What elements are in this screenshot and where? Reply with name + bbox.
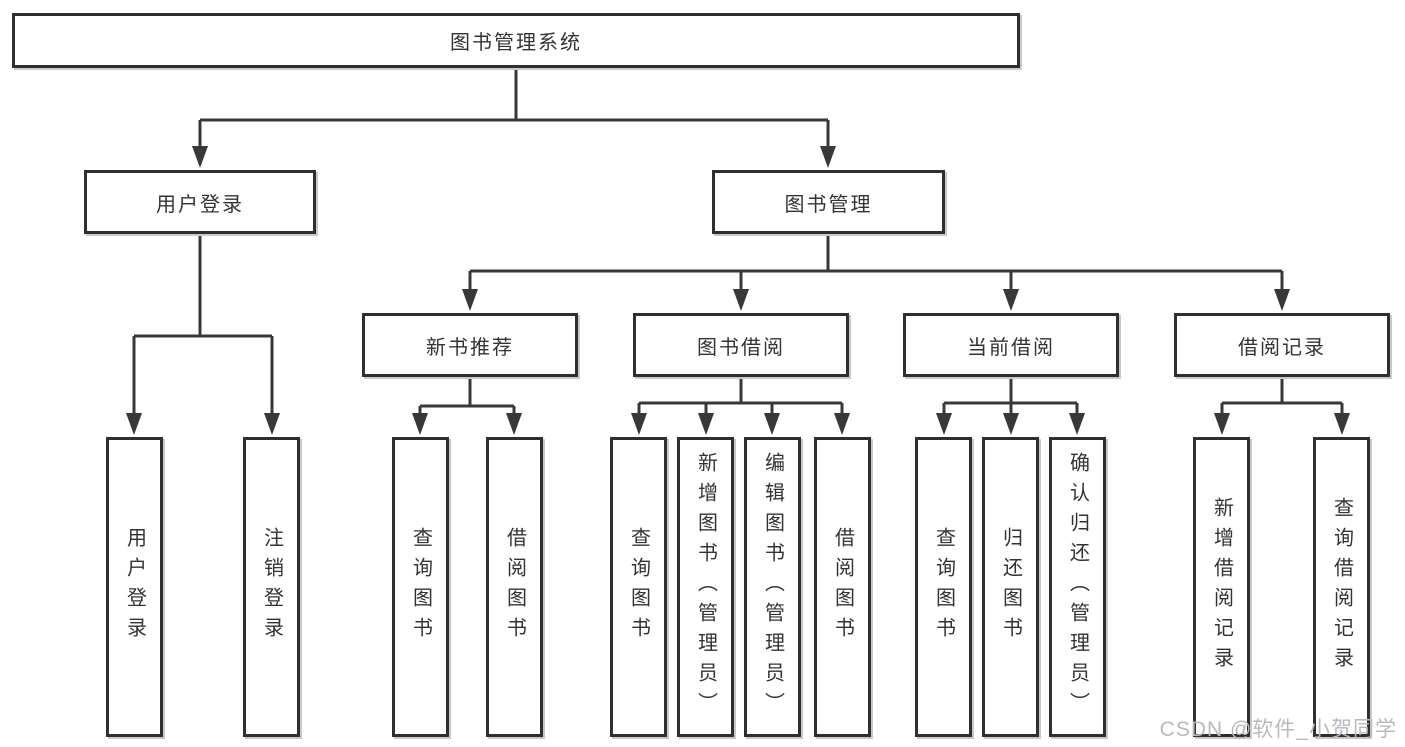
- node-label: 新增图书（管理员）: [694, 452, 717, 722]
- node-label: 归还图书: [999, 527, 1022, 647]
- arrow-down-icon: [1274, 289, 1290, 311]
- leaf-confirm-return-admin: 确认归还（管理员）: [1049, 437, 1106, 737]
- node-borrow-records: 借阅记录: [1174, 313, 1390, 377]
- node-user-login-module: 用户登录: [84, 170, 316, 234]
- node-label: 新书推荐: [426, 336, 514, 359]
- leaf-add-book-admin: 新增图书（管理员）: [677, 437, 734, 737]
- leaf-logout: 注销登录: [243, 437, 300, 737]
- arrow-down-icon: [1003, 413, 1019, 435]
- arrow-down-icon: [1214, 413, 1230, 435]
- node-label: 用户登录: [123, 527, 146, 647]
- node-label: 确认归还（管理员）: [1066, 452, 1089, 722]
- node-label: 注销登录: [260, 527, 283, 647]
- leaf-return-book: 归还图书: [982, 437, 1039, 737]
- leaf-query-books-current: 查询图书: [915, 437, 972, 737]
- node-label: 查询图书: [627, 527, 650, 647]
- node-label: 编辑图书（管理员）: [761, 452, 784, 722]
- leaf-query-borrow-record: 查询借阅记录: [1313, 437, 1370, 737]
- arrow-down-icon: [412, 413, 428, 435]
- node-root-system: 图书管理系统: [12, 13, 1020, 68]
- leaf-borrow-books-recommend: 借阅图书: [486, 437, 543, 737]
- node-label: 图书借阅: [697, 336, 785, 359]
- node-book-borrow: 图书借阅: [633, 313, 849, 377]
- leaf-query-books-recommend: 查询图书: [392, 437, 449, 737]
- node-label: 借阅图书: [503, 527, 526, 647]
- node-new-book-recommend: 新书推荐: [362, 313, 578, 377]
- arrow-down-icon: [820, 146, 836, 168]
- leaf-query-books-borrow: 查询图书: [610, 437, 667, 737]
- node-book-management-module: 图书管理: [712, 170, 945, 234]
- arrow-down-icon: [192, 146, 208, 168]
- arrow-down-icon: [1334, 413, 1350, 435]
- leaf-add-borrow-record: 新增借阅记录: [1193, 437, 1250, 737]
- arrow-down-icon: [126, 413, 142, 435]
- node-label: 图书管理系统: [450, 32, 582, 54]
- arrow-down-icon: [733, 289, 749, 311]
- arrow-down-icon: [506, 413, 522, 435]
- tree-edges: [132, 68, 1344, 417]
- leaf-user-login: 用户登录: [106, 437, 163, 737]
- arrow-down-icon: [1003, 289, 1019, 311]
- node-label: 用户登录: [156, 193, 244, 216]
- arrow-down-icon: [462, 289, 478, 311]
- node-label: 借阅图书: [831, 527, 854, 647]
- node-label: 图书管理: [784, 193, 873, 216]
- arrow-down-icon: [264, 413, 280, 435]
- arrow-down-icon: [834, 413, 850, 435]
- arrow-down-icon: [1069, 413, 1085, 435]
- node-label: 查询借阅记录: [1330, 497, 1353, 677]
- arrow-down-icon: [631, 413, 647, 435]
- node-label: 查询图书: [932, 527, 955, 647]
- leaf-edit-book-admin: 编辑图书（管理员）: [744, 437, 801, 737]
- node-current-borrow: 当前借阅: [903, 313, 1119, 377]
- leaf-borrow-books: 借阅图书: [814, 437, 871, 737]
- arrow-down-icon: [936, 413, 952, 435]
- arrowhead-icons: [126, 146, 1350, 435]
- node-label: 新增借阅记录: [1210, 497, 1233, 677]
- node-label: 当前借阅: [967, 336, 1055, 359]
- arrow-down-icon: [698, 413, 714, 435]
- csdn-watermark: CSDN @软件_小贺同学: [1159, 718, 1397, 741]
- node-label: 借阅记录: [1238, 336, 1326, 359]
- node-label: 查询图书: [409, 527, 432, 647]
- arrow-down-icon: [764, 413, 780, 435]
